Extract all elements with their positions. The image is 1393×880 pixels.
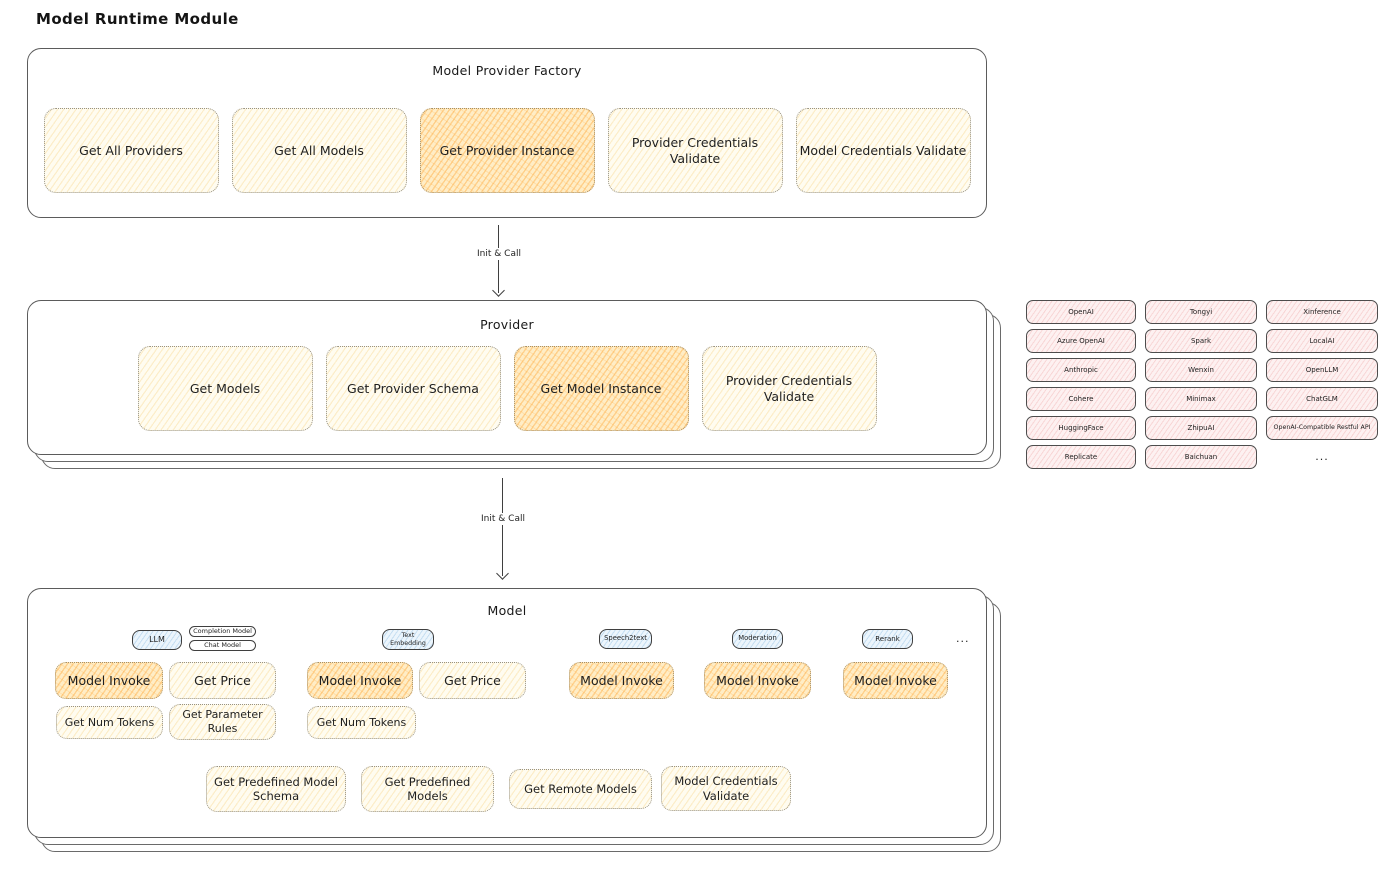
factory-title: Model Provider Factory [432, 63, 582, 78]
provider-item-xinference: Xinference [1266, 300, 1378, 324]
provider-item-localai: LocalAI [1266, 329, 1378, 353]
llm-get-num-tokens-box: Get Num Tokens [56, 706, 163, 739]
provider-item-zhipuai: ZhipuAI [1145, 416, 1257, 440]
provider-title: Provider [480, 317, 534, 332]
provider-item-spark: Spark [1145, 329, 1257, 353]
factory-box-get-all-providers: Get All Providers [43, 108, 219, 193]
get-remote-models-box: Get Remote Models [509, 769, 652, 809]
embedding-get-num-tokens-box: Get Num Tokens [307, 706, 416, 739]
provider-box-provider-credentials-validate: Provider Credentials Validate [701, 346, 877, 431]
arrow-down-icon: Init & Call [477, 478, 529, 576]
llm-get-price-box: Get Price [169, 662, 276, 699]
provider-item-baichuan: Baichuan [1145, 445, 1257, 469]
factory-card: Model Provider Factory Get All Providers… [27, 48, 987, 218]
provider-item-anthropic: Anthropic [1026, 358, 1136, 382]
embedding-get-price-box: Get Price [419, 662, 526, 699]
embedding-model-invoke-box: Model Invoke [307, 662, 413, 699]
tabs-ellipsis: ... [956, 632, 970, 645]
llm-get-parameter-rules-box: Get Parameter Rules [169, 704, 276, 740]
factory-box-get-provider-instance: Get Provider Instance [419, 108, 595, 193]
factory-group: Model Provider Factory Get All Providers… [27, 48, 987, 218]
tab-chat-model: Chat Model [189, 640, 256, 651]
provider-item-openai-compatible: OpenAI-Compatible Restful API [1266, 416, 1378, 440]
provider-box-get-provider-schema: Get Provider Schema [325, 346, 501, 431]
provider-list: OpenAI Tongyi Xinference Azure OpenAI Sp… [1026, 300, 1378, 469]
provider-item-huggingface: HuggingFace [1026, 416, 1136, 440]
tab-text-embedding: Text Embedding [382, 629, 434, 650]
provider-box-get-models: Get Models [137, 346, 313, 431]
provider-boxes-row: Get Models Get Provider Schema Get Model… [28, 346, 986, 431]
factory-box-model-credentials-validate: Model Credentials Validate [795, 108, 971, 193]
factory-box-provider-credentials-validate: Provider Credentials Validate [607, 108, 783, 193]
tab-completion-model: Completion Model [189, 626, 256, 637]
factory-box-get-all-models: Get All Models [231, 108, 407, 193]
provider-item-chatglm: ChatGLM [1266, 387, 1378, 411]
model-group: Model LLM Completion Model Chat Model Te… [27, 588, 1001, 852]
diagram-title: Model Runtime Module [36, 10, 239, 28]
model-card: Model LLM Completion Model Chat Model Te… [27, 588, 987, 838]
provider-item-ellipsis: ... [1315, 450, 1329, 464]
speech2text-model-invoke-box: Model Invoke [569, 662, 674, 699]
provider-item-openai: OpenAI [1026, 300, 1136, 324]
rerank-model-invoke-box: Model Invoke [843, 662, 948, 699]
factory-boxes-row: Get All Providers Get All Models Get Pro… [28, 108, 986, 193]
arrow-down-icon: Init & Call [473, 225, 525, 293]
moderation-model-invoke-box: Model Invoke [704, 662, 811, 699]
provider-item-tongyi: Tongyi [1145, 300, 1257, 324]
llm-model-invoke-box: Model Invoke [55, 662, 163, 699]
provider-item-azure-openai: Azure OpenAI [1026, 329, 1136, 353]
provider-box-get-model-instance: Get Model Instance [513, 346, 689, 431]
get-predefined-models-box: Get Predefined Models [361, 766, 494, 812]
tab-llm: LLM [132, 630, 182, 650]
provider-card: Provider Get Models Get Provider Schema … [27, 300, 987, 455]
arrow-label: Init & Call [477, 513, 529, 526]
tab-rerank: Rerank [862, 629, 913, 649]
tab-speech2text: Speech2text [599, 629, 652, 649]
provider-item-wenxin: Wenxin [1145, 358, 1257, 382]
provider-item-openllm: OpenLLM [1266, 358, 1378, 382]
provider-item-cohere: Cohere [1026, 387, 1136, 411]
model-title: Model [487, 603, 527, 618]
get-predefined-model-schema-box: Get Predefined Model Schema [206, 766, 346, 812]
model-credentials-validate-box: Model Credentials Validate [661, 766, 791, 811]
arrow-label: Init & Call [473, 247, 525, 260]
provider-item-replicate: Replicate [1026, 445, 1136, 469]
provider-group: Provider Get Models Get Provider Schema … [27, 300, 1001, 469]
tab-moderation: Moderation [732, 629, 783, 649]
provider-item-minimax: Minimax [1145, 387, 1257, 411]
